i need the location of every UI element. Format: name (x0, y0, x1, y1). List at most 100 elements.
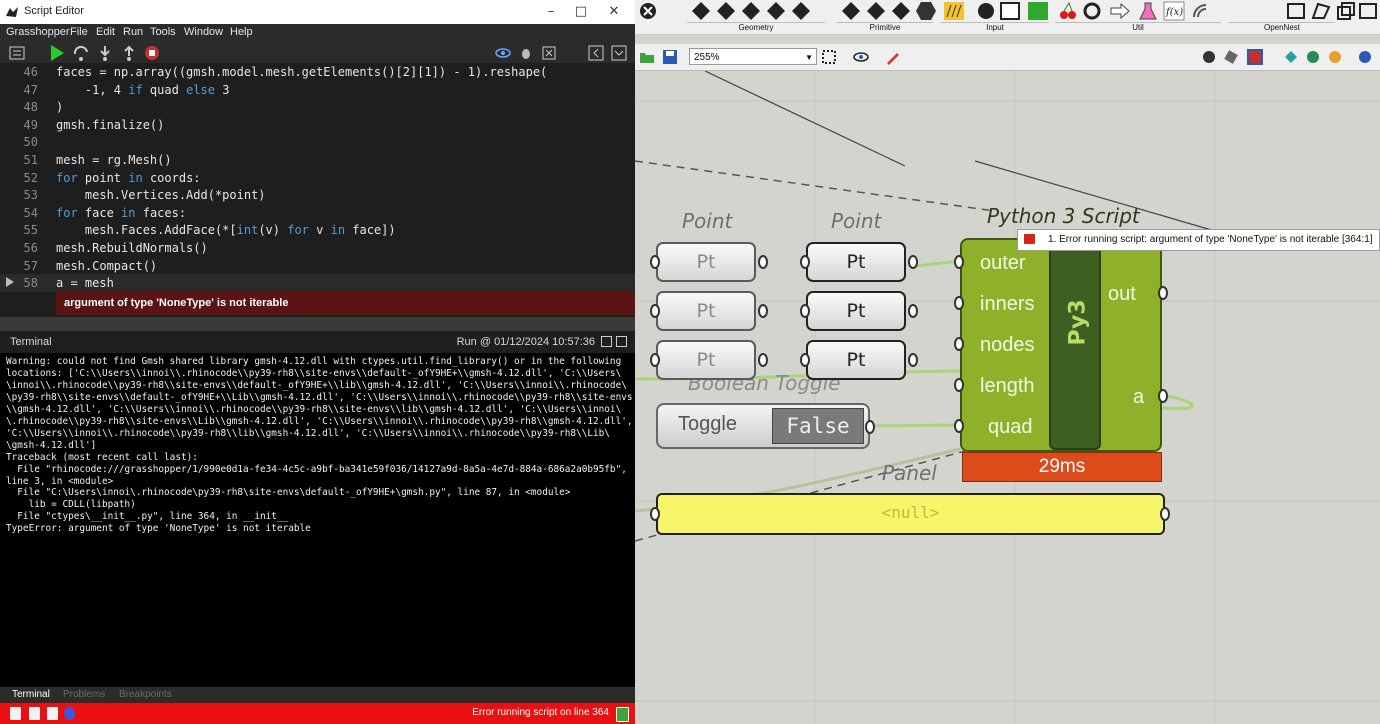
input-grip[interactable] (800, 304, 810, 318)
code-line[interactable]: 47 -1, 4 if quad else 3 (0, 81, 635, 99)
util-ring-icon[interactable] (1081, 1, 1103, 21)
code-line[interactable]: 51mesh = rg.Mesh() (0, 151, 635, 169)
bug-icon[interactable] (517, 44, 535, 62)
stop-icon[interactable] (143, 44, 161, 62)
input-grip[interactable] (954, 419, 964, 433)
code-line[interactable]: 50 (0, 133, 635, 151)
tab-problems[interactable]: Problems (63, 689, 105, 700)
output-grip[interactable] (1158, 389, 1168, 403)
output-grip[interactable] (1158, 286, 1168, 300)
input-outer[interactable]: outer (980, 252, 1026, 275)
close-button[interactable]: ✕ (603, 3, 625, 21)
point-param[interactable]: Pt (656, 340, 756, 380)
collapse-panel-icon[interactable] (587, 44, 605, 62)
output-grip[interactable] (908, 255, 918, 269)
output-grip[interactable] (908, 353, 918, 367)
menu-edit[interactable]: Edit (96, 26, 115, 38)
input-quad[interactable]: quad (988, 416, 1033, 439)
input-grip[interactable] (954, 255, 964, 269)
geometry-icon-2[interactable] (715, 1, 737, 21)
menu-run[interactable]: Run (123, 26, 143, 38)
code-line[interactable]: 49gmsh.finalize() (0, 116, 635, 134)
opennest-icon-2[interactable] (1310, 1, 1332, 21)
zoom-extents-icon[interactable] (821, 49, 837, 65)
code-line[interactable]: 52for point in coords: (0, 169, 635, 187)
input-grip[interactable] (800, 353, 810, 367)
geometry-icon-5[interactable] (790, 1, 812, 21)
input-grip[interactable] (650, 255, 660, 269)
menu-help[interactable]: Help (230, 26, 253, 38)
code-line[interactable]: 53 mesh.Vertices.Add(*point) (0, 186, 635, 204)
tab-breakpoints[interactable]: Breakpoints (119, 689, 172, 700)
tab-terminal[interactable]: Terminal (12, 689, 50, 700)
output-grip[interactable] (758, 304, 768, 318)
zoom-select[interactable]: 255%▼ (689, 48, 817, 65)
display-icon-1[interactable] (1283, 49, 1299, 65)
display-icon-2[interactable] (1305, 49, 1321, 65)
maximize-button[interactable]: □ (570, 3, 592, 21)
input-panel-icon[interactable] (999, 1, 1021, 21)
help-icon[interactable] (64, 707, 75, 720)
util-fx-icon[interactable]: f(x) (1163, 1, 1185, 21)
panel-splitter[interactable] (0, 317, 635, 331)
util-cherry-icon[interactable] (1057, 1, 1079, 21)
output-grip[interactable] (758, 353, 768, 367)
code-line[interactable]: 46faces = np.array((gmsh.model.mesh.getE… (0, 63, 635, 81)
toggle-value[interactable]: False (772, 408, 864, 444)
list-icon[interactable] (8, 44, 26, 62)
primitive-icon-4[interactable] (915, 1, 937, 21)
input-grip[interactable] (650, 353, 660, 367)
param-icon[interactable] (637, 1, 659, 21)
sketch-pen-icon[interactable] (885, 49, 901, 65)
step-into-icon[interactable] (96, 44, 114, 62)
preview-mode-icon-2[interactable] (1223, 49, 1239, 65)
code-line[interactable]: 55 mesh.Faces.AddFace(*[int(v) for v in … (0, 221, 635, 239)
output-out[interactable]: out (1108, 283, 1136, 306)
code-line[interactable]: 56mesh.RebuildNormals() (0, 239, 635, 257)
panel-component[interactable]: <null> (656, 493, 1165, 535)
input-grip[interactable] (954, 378, 964, 392)
code-line[interactable]: 54for face in faces: (0, 204, 635, 222)
primitive-icon-1[interactable] (840, 1, 862, 21)
script-file-icon[interactable] (47, 707, 58, 720)
primitive-icon-3[interactable] (890, 1, 912, 21)
minimize-button[interactable]: – (540, 3, 562, 21)
eye-icon[interactable] (494, 44, 512, 62)
input-slider-icon[interactable] (943, 1, 965, 21)
output-a[interactable]: a (1133, 386, 1144, 409)
input-inners[interactable]: inners (980, 293, 1034, 316)
input-grip[interactable] (650, 304, 660, 318)
copy-icon[interactable] (601, 336, 612, 347)
geometry-icon-4[interactable] (765, 1, 787, 21)
display-icon-3[interactable] (1327, 49, 1343, 65)
geometry-icon-1[interactable] (690, 1, 712, 21)
clear-icon[interactable] (540, 44, 558, 62)
step-out-icon[interactable] (120, 44, 138, 62)
grasshopper-canvas[interactable]: Point Point Python 3 Script Boolean Togg… (635, 71, 1380, 724)
boolean-toggle[interactable]: Toggle False (656, 403, 870, 449)
menu-grasshopper[interactable]: Grasshopper (6, 26, 70, 38)
input-button-icon[interactable] (975, 1, 997, 21)
preview-eye-icon[interactable] (853, 49, 869, 65)
terminal-output[interactable]: Warning: could not find Gmsh shared libr… (0, 353, 635, 687)
preview-mode-icon-3[interactable] (1247, 49, 1263, 65)
point-param[interactable]: Pt (806, 291, 906, 331)
python-file-icon[interactable] (29, 707, 40, 720)
util-flask-icon[interactable] (1137, 1, 1159, 21)
dock-panel-icon[interactable] (610, 44, 628, 62)
preview-mode-icon-1[interactable] (1201, 49, 1217, 65)
code-line[interactable]: 57mesh.Compact() (0, 257, 635, 275)
opennest-icon-1[interactable] (1285, 1, 1307, 21)
trash-icon[interactable] (616, 336, 627, 347)
document-icon[interactable] (10, 707, 21, 720)
step-over-icon[interactable] (72, 44, 90, 62)
menu-window[interactable]: Window (184, 26, 223, 38)
output-grip[interactable] (908, 304, 918, 318)
util-arrow-icon[interactable] (1109, 1, 1131, 21)
input-grip[interactable] (954, 337, 964, 351)
point-param[interactable]: Pt (806, 340, 906, 380)
primitive-icon-2[interactable] (865, 1, 887, 21)
code-editor[interactable]: 46faces = np.array((gmsh.model.mesh.getE… (0, 63, 635, 317)
globe-icon[interactable] (1357, 49, 1373, 65)
util-wireless-icon[interactable] (1191, 1, 1213, 21)
